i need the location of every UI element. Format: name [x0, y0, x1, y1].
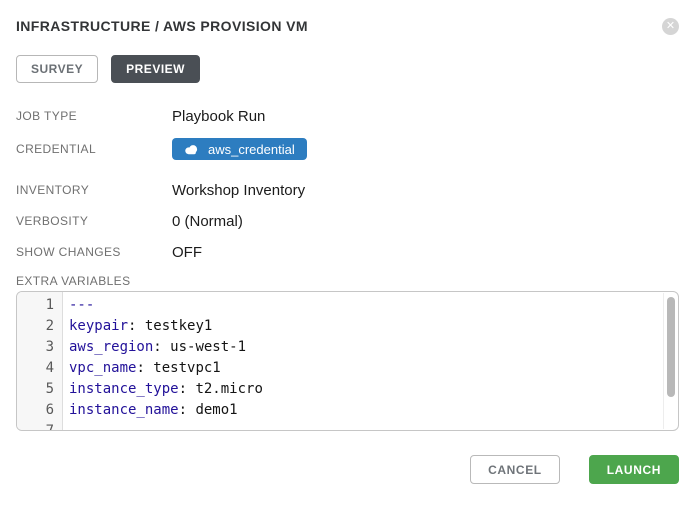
line-number: 3 [17, 337, 63, 358]
code-line-text: vpc_name: testvpc1 [63, 358, 221, 379]
show-changes-row: SHOW CHANGES OFF [16, 243, 679, 261]
tab-bar: SURVEY PREVIEW [16, 55, 679, 83]
cancel-button[interactable]: CANCEL [470, 455, 560, 484]
inventory-value: Workshop Inventory [172, 182, 305, 199]
editor-lines: 1 --- 2 keypair: testkey1 3 aws_region: … [17, 292, 678, 431]
line-number: 7 [17, 421, 63, 431]
scrollbar-thumb[interactable] [667, 297, 675, 397]
extra-variables-editor[interactable]: 1 --- 2 keypair: testkey1 3 aws_region: … [16, 291, 679, 431]
scrollbar-track-divider [663, 293, 664, 429]
code-line-text: instance_type: t2.micro [63, 379, 263, 400]
tab-preview[interactable]: PREVIEW [111, 55, 200, 83]
verbosity-row: VERBOSITY 0 (Normal) [16, 212, 679, 230]
code-line: 6 instance_name: demo1 [17, 400, 678, 421]
code-line: 1 --- [17, 295, 678, 316]
launch-button[interactable]: LAUNCH [589, 455, 679, 484]
code-line: 4 vpc_name: testvpc1 [17, 358, 678, 379]
code-line-text: aws_region: us-west-1 [63, 337, 246, 358]
job-type-label: JOB TYPE [16, 109, 172, 123]
show-changes-label: SHOW CHANGES [16, 245, 172, 259]
code-line-text: --- [63, 295, 94, 316]
line-number: 4 [17, 358, 63, 379]
extra-variables-label: EXTRA VARIABLES [16, 274, 679, 288]
line-number: 6 [17, 400, 63, 421]
inventory-label: INVENTORY [16, 183, 172, 197]
modal-footer: CANCEL LAUNCH [16, 455, 679, 484]
code-line: 3 aws_region: us-west-1 [17, 337, 678, 358]
job-type-row: JOB TYPE Playbook Run [16, 107, 679, 125]
job-details-list: JOB TYPE Playbook Run CREDENTIAL aws_cre… [16, 107, 679, 261]
code-line: 2 keypair: testkey1 [17, 316, 678, 337]
code-line-text: keypair: testkey1 [63, 316, 212, 337]
cloud-icon [184, 144, 199, 155]
modal-header: INFRASTRUCTURE / AWS PROVISION VM ✕ [16, 18, 679, 35]
verbosity-label: VERBOSITY [16, 214, 172, 228]
line-number: 5 [17, 379, 63, 400]
verbosity-value: 0 (Normal) [172, 213, 243, 230]
credential-label: CREDENTIAL [16, 142, 172, 156]
inventory-row: INVENTORY Workshop Inventory [16, 181, 679, 199]
page-title: INFRASTRUCTURE / AWS PROVISION VM [16, 18, 308, 34]
credential-badge[interactable]: aws_credential [172, 138, 307, 160]
code-line-text: instance_name: demo1 [63, 400, 238, 421]
code-line: 7 [17, 421, 678, 431]
line-number: 2 [17, 316, 63, 337]
line-number: 1 [17, 295, 63, 316]
credential-row: CREDENTIAL aws_credential [16, 138, 679, 160]
job-type-value: Playbook Run [172, 108, 265, 125]
code-line: 5 instance_type: t2.micro [17, 379, 678, 400]
show-changes-value: OFF [172, 244, 202, 261]
close-icon[interactable]: ✕ [662, 18, 679, 35]
tab-survey[interactable]: SURVEY [16, 55, 98, 83]
credential-badge-label: aws_credential [208, 142, 295, 157]
code-line-text [63, 421, 69, 431]
